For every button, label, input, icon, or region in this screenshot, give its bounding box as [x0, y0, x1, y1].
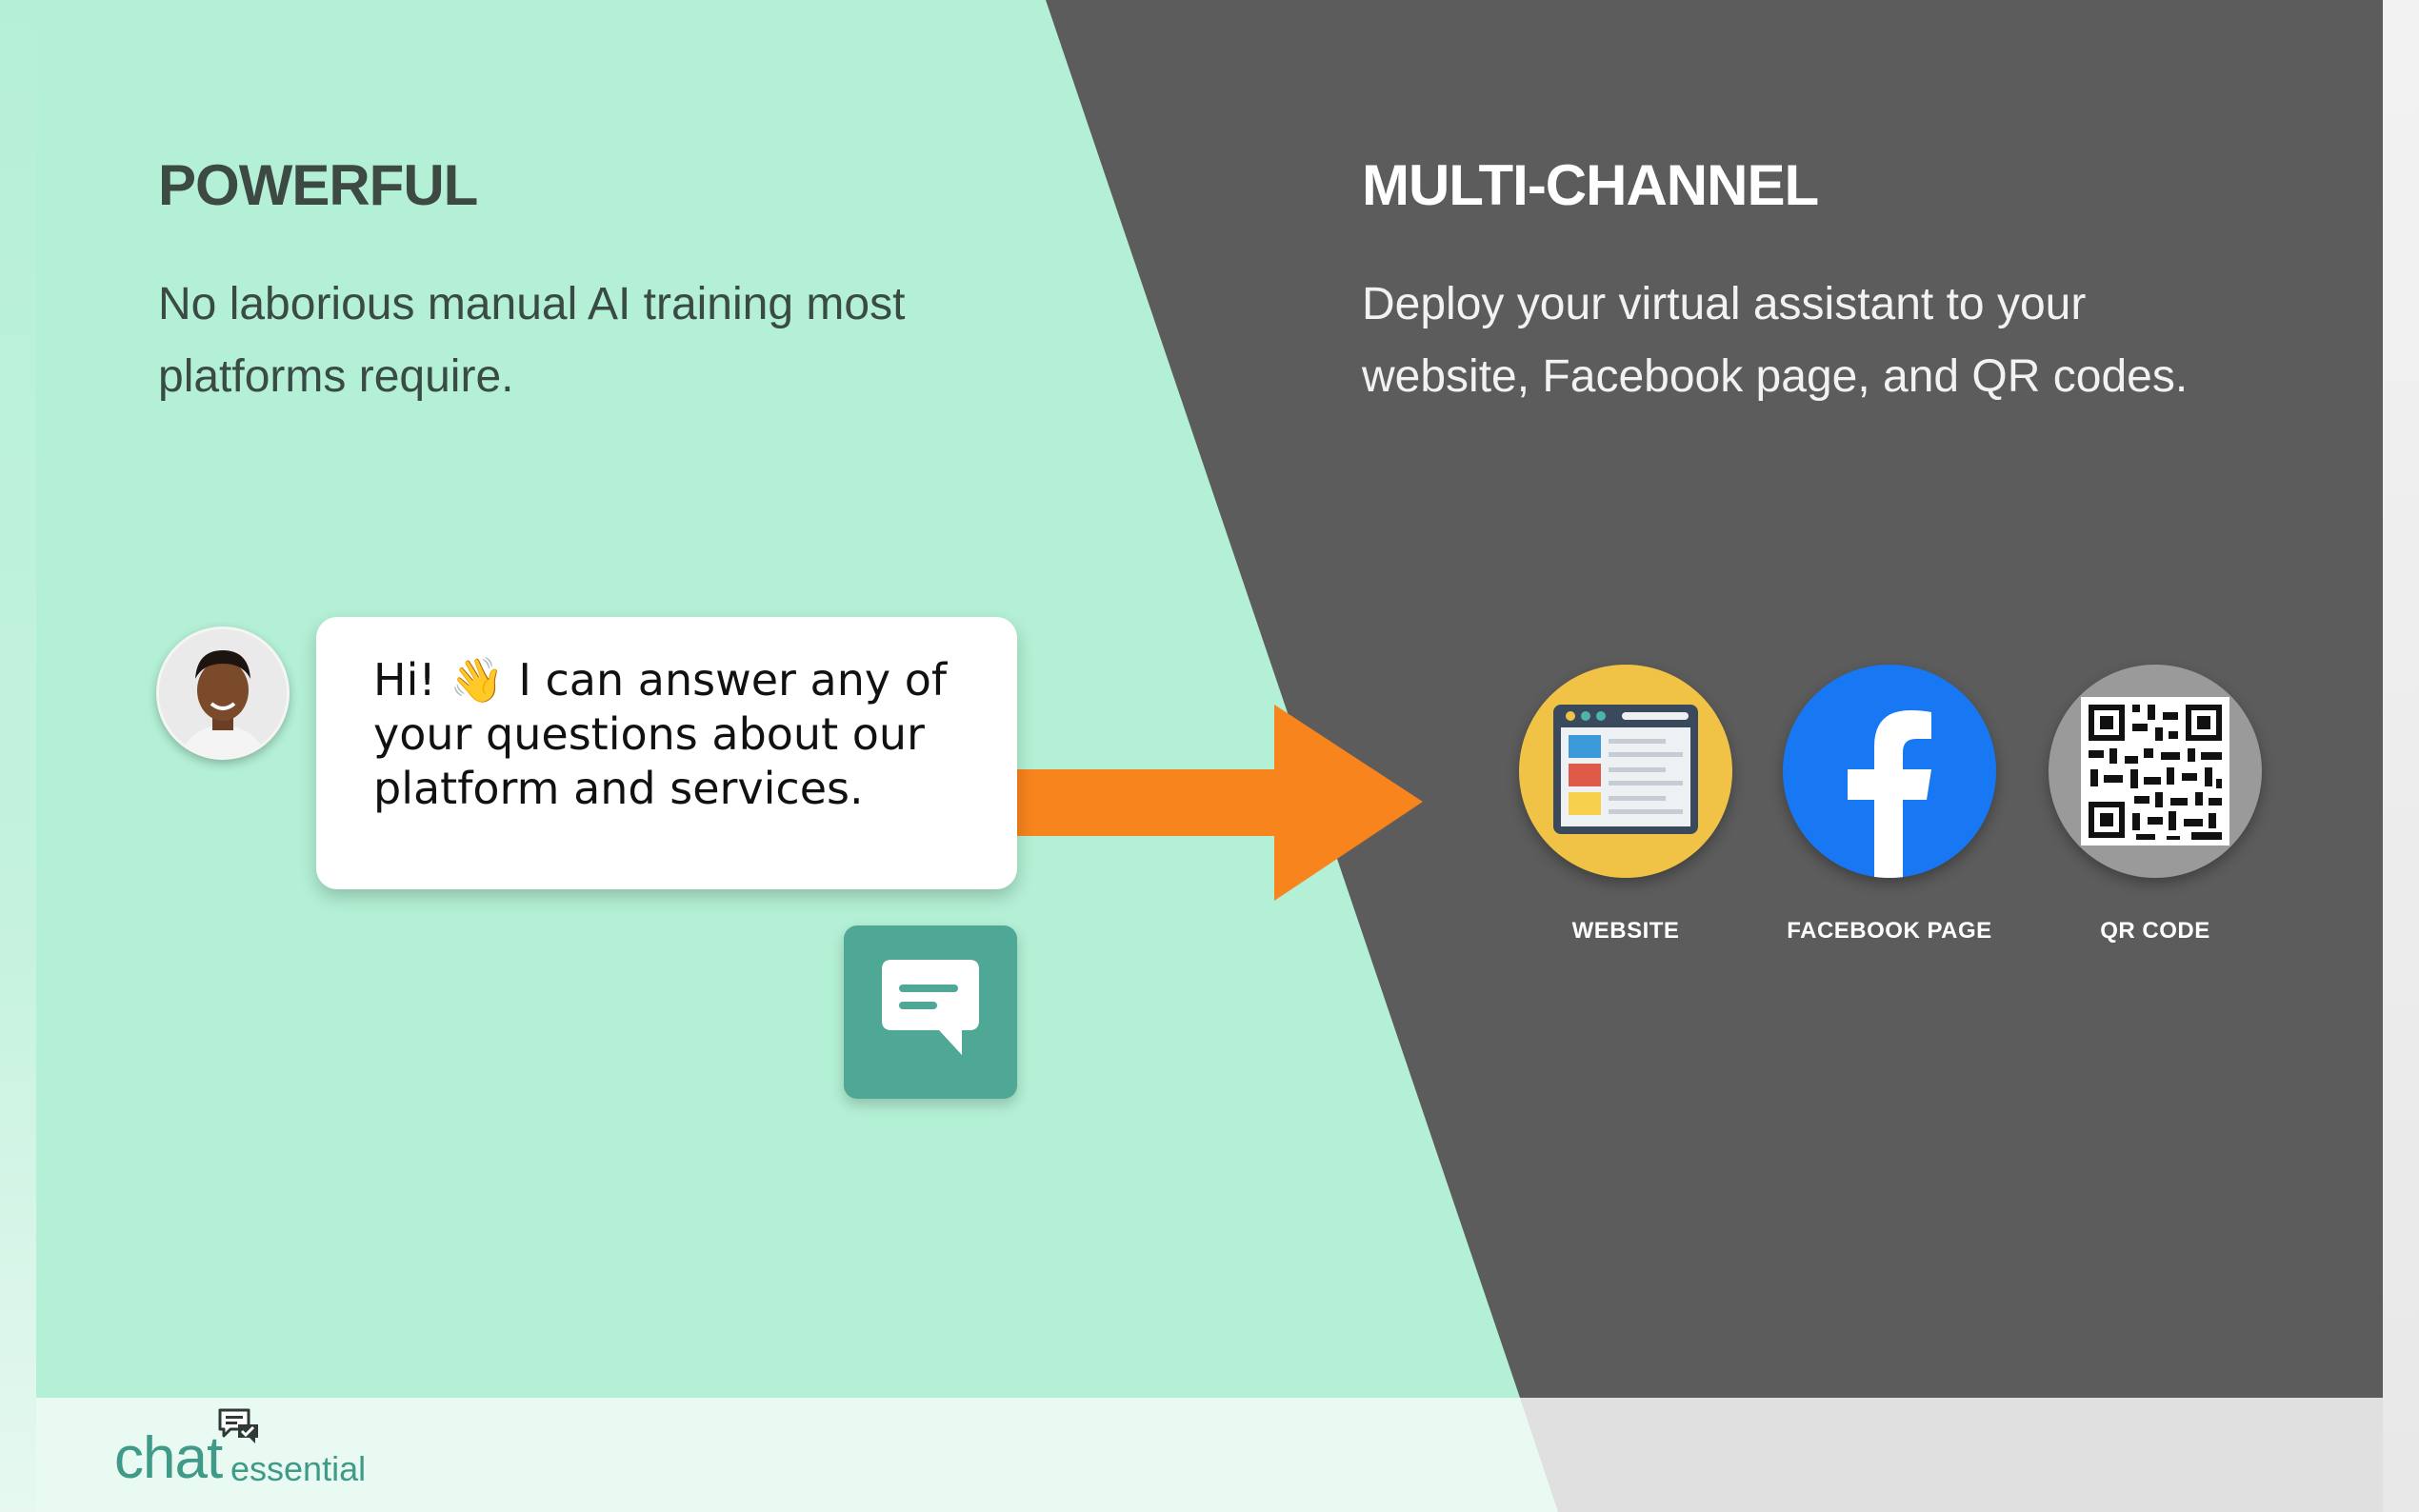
chat-essential-logo[interactable]: chat essential [114, 1407, 400, 1493]
right-edge [2383, 0, 2419, 1512]
chat-launcher-button[interactable] [844, 925, 1017, 1099]
channel-qr-code: QR CODE [2041, 665, 2269, 945]
logo-text-essential: essential [230, 1449, 367, 1488]
channel-label-website: WEBSITE [1571, 918, 1680, 944]
channel-facebook: FACEBOOK PAGE [1775, 665, 2004, 945]
channel-label-qr-code: QR CODE [2100, 918, 2210, 944]
qr-code-icon [2049, 665, 2262, 878]
website-icon [1519, 665, 1732, 878]
person-icon [159, 629, 287, 757]
logo-chat-icon [218, 1408, 258, 1443]
channel-label-facebook: FACEBOOK PAGE [1787, 918, 1992, 944]
powerful-heading: POWERFUL [158, 153, 478, 217]
avatar [156, 627, 290, 760]
multi-channel-heading: MULTI-CHANNEL [1362, 153, 1819, 217]
logo-text-chat: chat [114, 1425, 223, 1491]
chat-bubble-text: Hi! 👋 I can answer any of your questions… [373, 654, 948, 814]
chat-icon [882, 960, 979, 1055]
facebook-icon [1783, 665, 1996, 878]
multi-channel-description: Deploy your virtual assistant to your we… [1362, 279, 2189, 402]
left-edge [0, 0, 36, 1512]
chat-bubble: Hi! 👋 I can answer any of your questions… [316, 617, 1017, 889]
channel-website: WEBSITE [1511, 665, 1740, 945]
arrow-icon [1015, 705, 1423, 901]
powerful-description: No laborious manual AI training most pla… [158, 279, 906, 402]
